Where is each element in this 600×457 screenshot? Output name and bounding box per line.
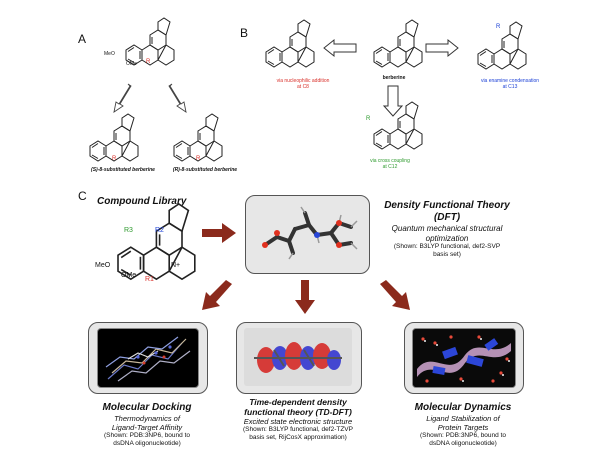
arrow-to-md — [380, 280, 410, 310]
panel-b-c12-caption-2: at C12 — [382, 164, 398, 170]
dft-text-block: Density Functional Theory (DFT) Quantum … — [372, 200, 522, 259]
tddft-detail-2: basis set, RijCosX approximation) — [249, 434, 347, 442]
dft-detail-2: basis set) — [433, 250, 461, 258]
panel-a-arrows — [113, 83, 187, 113]
md-subtitle-2: Protein Targets — [437, 423, 489, 432]
library-ome-label: OMe — [121, 272, 137, 279]
panel-b-c8-caption-1: via nucleophilic addition — [276, 78, 330, 84]
dft-render-panel — [245, 195, 370, 274]
dft-title-2: (DFT) — [433, 212, 461, 223]
docking-detail-1: (Shown: PDB:3NP6, bound to — [104, 432, 190, 439]
compound-library-title: Compound Library — [97, 196, 187, 207]
docking-subtitle-2: Ligand-Target Affinity — [111, 423, 183, 432]
dft-molecule-render — [262, 206, 358, 260]
dft-subtitle-1: Quantum mechanical structural — [391, 224, 503, 233]
tddft-render-image — [244, 328, 352, 386]
panel-b-arrow-left — [323, 38, 357, 58]
arrow-library-to-dft — [202, 223, 236, 243]
md-title: Molecular Dynamics — [414, 402, 512, 413]
docking-detail-2: dsDNA oligonucleotide) — [113, 439, 181, 447]
arrow-to-tddft — [295, 280, 315, 314]
tddft-caption: Time-dependent density functional theory… — [228, 397, 368, 442]
dft-detail-1: (Shown: B3LYP functional, def2-SVP — [393, 243, 501, 251]
panel-a-r-product-structure — [173, 113, 223, 162]
panel-a-s-product-r: R — [112, 156, 117, 162]
panel-b-c12-product-structure — [373, 101, 423, 150]
panel-b-c12-caption-1: via cross coupling — [370, 158, 410, 164]
panel-a-berberine-structure — [125, 17, 175, 66]
docking-render-image — [97, 328, 199, 388]
docking-subtitle-1: Thermodynamics of — [114, 414, 180, 423]
docking-title: Molecular Docking — [102, 402, 192, 413]
panel-b-c8-caption-2: at C8 — [297, 84, 309, 90]
panel-a-s-product-structure — [89, 113, 139, 162]
tddft-title-2: functional theory (TD-DFT) — [244, 407, 352, 418]
docking-caption: Molecular Docking Thermodynamics of Liga… — [82, 402, 212, 448]
panel-a-ome-label: OMe — [126, 61, 137, 67]
library-r2-label: R2 — [155, 227, 164, 234]
md-detail-2: dsDNA oligonucleotide) — [429, 439, 497, 447]
panel-b-c13-r-label: R — [496, 24, 501, 30]
panel-a-r-product-label: (R)-8-substituted berberine — [172, 167, 238, 173]
library-n-plus-label: N+ — [171, 262, 181, 269]
library-r1-label: R1 — [145, 276, 154, 283]
panel-b-letter: B — [240, 26, 249, 40]
tddft-subtitle: Excited state electronic structure — [243, 417, 353, 427]
panel-c-letter: C — [78, 189, 87, 203]
dft-subtitle-2: optimization — [425, 233, 469, 243]
panel-b-c13-product-structure — [477, 21, 527, 70]
panel-a-s-product-label: (S)-8-substituted berberine — [91, 167, 155, 173]
panel-a-r-label: R — [146, 59, 151, 65]
panel-a-meo-label: MeO — [104, 51, 115, 57]
panel-a-r-product-r: R — [196, 156, 201, 162]
tddft-title-1: Time-dependent density — [249, 397, 347, 407]
library-r3-label: R3 — [124, 227, 133, 234]
library-meo-label: MeO — [95, 262, 111, 269]
panel-a-letter: A — [78, 32, 87, 46]
panel-b-arrow-down — [382, 85, 404, 117]
md-caption: Molecular Dynamics Ligand Stabilization … — [398, 402, 528, 448]
panel-b-arrow-right — [425, 38, 459, 58]
panel-b-c13-caption-1: via enamine condensation — [480, 78, 540, 84]
dft-title-1: Density Functional Theory — [384, 200, 510, 211]
md-detail-1: (Shown: PDB:3NP6, bound to — [420, 432, 506, 439]
panel-b-c13-caption-2: at C13 — [502, 84, 518, 90]
md-render-image — [412, 328, 516, 388]
panel-b-berberine-label: berberine — [382, 75, 406, 81]
panel-b-c12-r-label: R — [366, 116, 371, 122]
tddft-detail-1: (Shown: B3LYP functional, def2-TZVP — [243, 426, 353, 434]
md-subtitle-1: Ligand Stabilization of — [426, 414, 500, 423]
arrow-to-docking — [202, 280, 232, 310]
